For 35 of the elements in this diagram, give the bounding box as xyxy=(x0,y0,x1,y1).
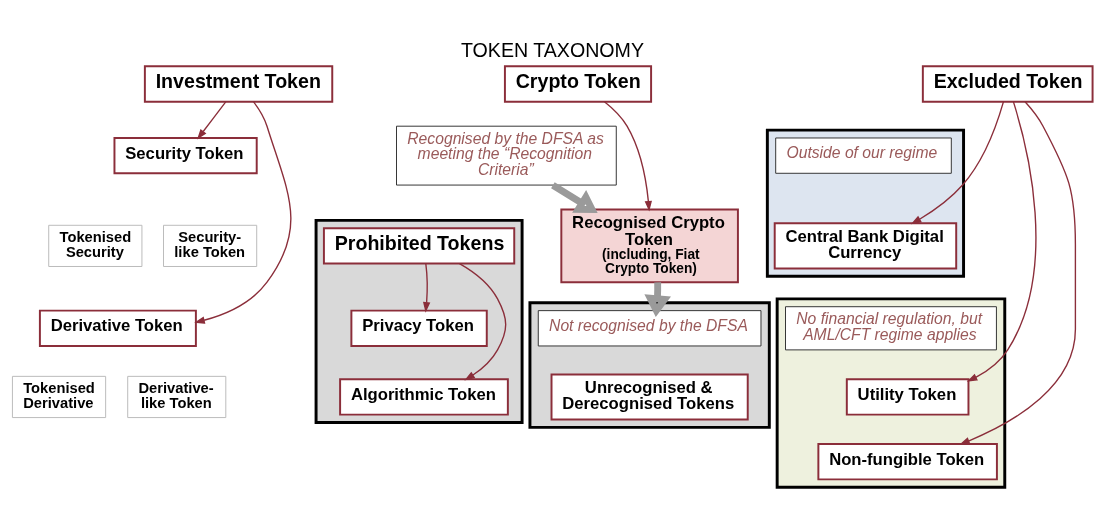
diagram-title: TOKEN TAXONOMY xyxy=(460,38,645,61)
node-box: Crypto Token xyxy=(503,65,653,103)
node-box: Outside of our regime xyxy=(775,137,952,174)
node-box: Security Token xyxy=(113,137,258,175)
cluster xyxy=(775,297,1007,489)
arrow xyxy=(959,101,1077,445)
cluster xyxy=(314,218,524,424)
cluster xyxy=(528,301,771,429)
node-box: Tokenised Derivative xyxy=(11,375,107,419)
arrow xyxy=(551,182,598,213)
node-box: Prohibited Tokens xyxy=(322,227,516,265)
arrow xyxy=(458,262,507,381)
node-box: Utility Token xyxy=(845,378,970,416)
node-box: Investment Token xyxy=(143,65,334,103)
arrow xyxy=(966,101,1037,382)
node-box: Derivative Token xyxy=(38,309,197,347)
node-box: Unrecognised & Derecognised Tokens xyxy=(550,373,749,421)
node-box: Privacy Token xyxy=(350,309,488,347)
node-box: Security-like Token xyxy=(163,224,258,267)
node-box: Tokenised Security xyxy=(48,224,143,267)
arrow xyxy=(422,263,431,313)
arrow xyxy=(194,101,292,324)
node-box: No financial regulation, but AML/CFT regime applies xyxy=(785,306,997,351)
cluster xyxy=(765,128,966,278)
node-box: Not recognised by the DFSA xyxy=(537,310,762,347)
arrow xyxy=(910,101,1005,225)
arrow xyxy=(197,101,227,140)
node-box: Central Bank Digital Currency xyxy=(773,222,958,270)
node-box: Algorithmic Token xyxy=(339,378,509,416)
node-box: Recognised Crypto Token (including, Fiat Crypto Token) xyxy=(560,208,739,284)
node-box: Non-fungible Token xyxy=(817,443,998,481)
node-box: Excluded Token xyxy=(921,65,1094,103)
node-box: Derivative-like Token xyxy=(127,375,227,419)
arrow xyxy=(603,101,653,212)
node-box: Recognised by the DFSA as meeting the “Recognition Criteria” xyxy=(396,125,617,186)
